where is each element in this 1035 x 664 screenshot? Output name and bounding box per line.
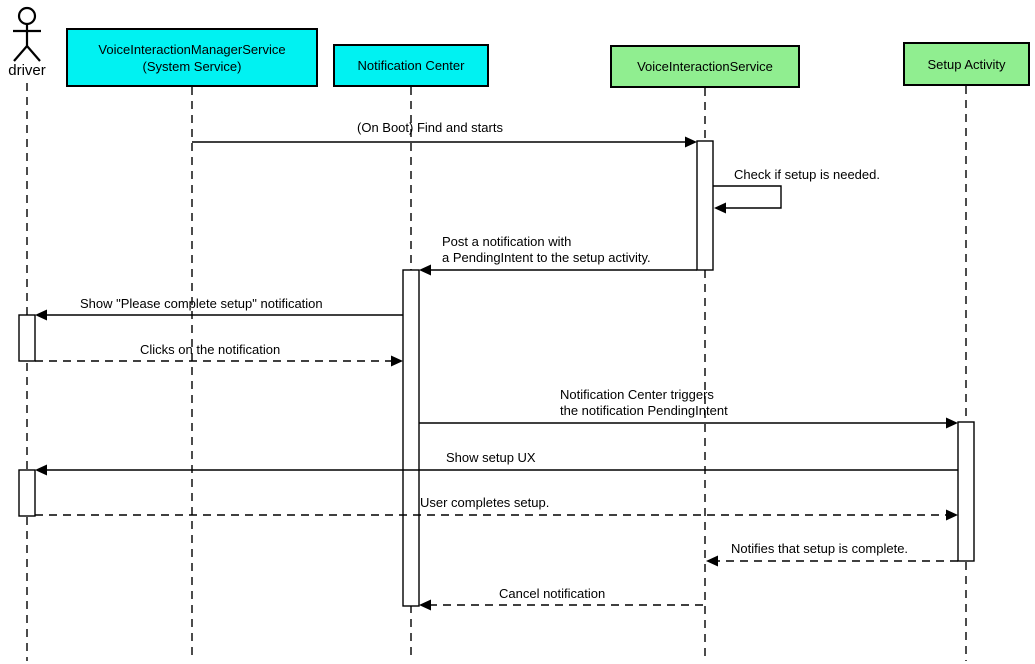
participant-voice-interaction-service: VoiceInteractionService (610, 45, 800, 88)
message-label-triggers-pending-intent: Notification Center triggers the notific… (560, 387, 728, 418)
message-label-check-if-setup-needed: Check if setup is needed. (734, 167, 880, 182)
message-notifies-setup-complete (706, 555, 958, 567)
participant-voice-interaction-manager-service: VoiceInteractionManagerService (System S… (66, 28, 318, 87)
arrowhead-left-icon (714, 202, 726, 214)
message-cancel-notification (419, 599, 703, 611)
activation-setup-activity (957, 421, 975, 562)
message-user-completes-setup (35, 509, 958, 521)
message-label-user-completes-setup: User completes setup. (420, 495, 550, 510)
arrowhead-right-icon (946, 509, 958, 521)
arrowhead-left-icon (35, 464, 47, 476)
message-show-complete-setup-notification (35, 309, 403, 321)
message-triggers-pending-intent (419, 417, 958, 429)
activation-driver-2 (18, 469, 36, 517)
activation-voice-interaction-service (696, 140, 714, 271)
message-check-if-setup-needed (713, 185, 782, 214)
message-clicks-on-notification (35, 355, 403, 367)
arrowhead-left-icon (419, 264, 431, 276)
message-post-notification (419, 264, 697, 276)
message-label-clicks-on-notification: Clicks on the notification (140, 342, 281, 357)
arrowhead-left-icon (419, 599, 431, 611)
arrowhead-left-icon (35, 309, 47, 321)
message-label-cancel-notification: Cancel notification (499, 586, 606, 601)
activation-notification-center (402, 269, 420, 607)
participant-setup-activity: Setup Activity (903, 42, 1030, 86)
participant-notification-center: Notification Center (333, 44, 489, 87)
arrowhead-left-icon (706, 555, 718, 567)
arrowhead-right-icon (685, 136, 697, 148)
message-label-post-notification: Post a notification with a PendingIntent… (442, 234, 651, 265)
message-label-on-boot-find-and-starts: (On Boot) Find and starts (357, 120, 503, 135)
arrowhead-right-icon (391, 355, 403, 367)
message-label-notifies-setup-complete: Notifies that setup is complete. (731, 541, 909, 556)
actor-driver-icon (13, 6, 41, 62)
participant-driver-label: driver (8, 62, 46, 79)
message-on-boot-find-and-starts (192, 136, 697, 148)
activation-driver-1 (18, 314, 36, 362)
message-label-show-complete-setup-notification: Show "Please complete setup" notificatio… (80, 296, 323, 311)
arrowhead-right-icon (946, 417, 958, 429)
message-label-show-setup-ux: Show setup UX (446, 450, 536, 465)
message-show-setup-ux (35, 464, 958, 476)
